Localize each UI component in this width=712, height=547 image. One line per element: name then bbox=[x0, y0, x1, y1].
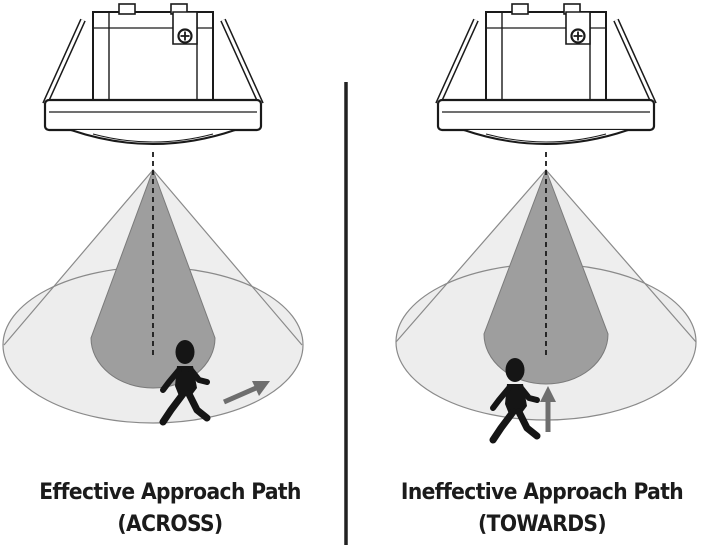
across-arrow-icon bbox=[222, 381, 270, 405]
left-caption: Effective Approach Path (ACROSS) bbox=[0, 476, 340, 540]
left-caption-direction: (ACROSS) bbox=[117, 511, 223, 537]
left-caption-title: Effective Approach Path bbox=[39, 479, 301, 505]
right-sensor-icon bbox=[438, 4, 654, 144]
right-caption-title: Ineffective Approach Path bbox=[400, 479, 684, 505]
right-caption-direction: (TOWARDS) bbox=[477, 511, 607, 537]
right-panel bbox=[395, 4, 697, 440]
right-caption: Ineffective Approach Path (TOWARDS) bbox=[372, 476, 712, 540]
left-panel bbox=[2, 4, 304, 423]
towards-arrow-icon bbox=[540, 386, 556, 432]
right-inner-cone bbox=[483, 168, 609, 385]
left-sensor-icon bbox=[45, 4, 261, 144]
